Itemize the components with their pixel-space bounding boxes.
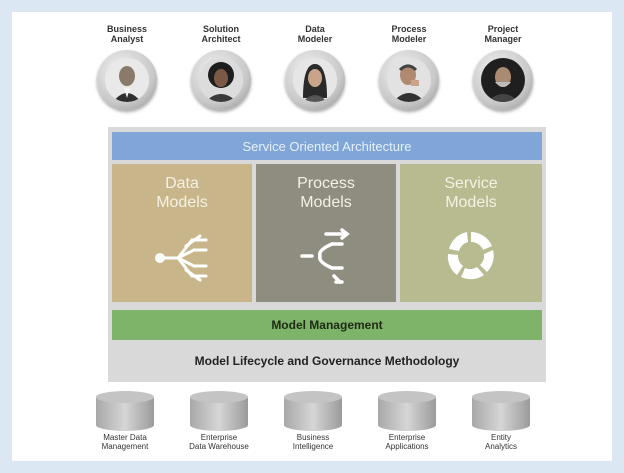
role-label: Business Analyst [106, 24, 148, 44]
database-label: Business Intelligence [292, 433, 334, 451]
service-ring-icon [447, 232, 494, 280]
database-icon [378, 391, 436, 431]
portrait-photo-icon [105, 58, 149, 102]
role-business-analyst: Business Analyst [87, 22, 167, 110]
database-business-intelligence: Business Intelligence [270, 390, 356, 451]
database-label: Enterprise Data Warehouse [189, 433, 249, 451]
architecture-diagram: Business Analyst Solution Architect [12, 12, 612, 461]
role-label: Project Manager [484, 24, 522, 44]
role-data-modeler: Data Modeler [275, 22, 355, 110]
portrait-photo-icon [293, 58, 337, 102]
database-master-data: Master Data Management [82, 390, 168, 451]
avatar [97, 50, 157, 110]
avatar [285, 50, 345, 110]
database-icon [190, 391, 248, 431]
role-label: Process Modeler [391, 24, 427, 44]
tree-branch-icon [155, 234, 208, 282]
soa-layer: Service Oriented Architecture [112, 132, 542, 160]
database-icon [472, 391, 530, 431]
service-models-box: Service Models [400, 164, 542, 302]
process-models-box: Process Models [256, 164, 396, 302]
database-entity-analytics: Entity Analytics [458, 390, 544, 451]
database-enterprise-data-warehouse: Enterprise Data Warehouse [176, 390, 262, 451]
database-label: Entity Analytics [484, 433, 517, 451]
database-label: Master Data Management [101, 433, 149, 451]
portrait-photo-icon [387, 58, 431, 102]
database-icon [96, 391, 154, 431]
database-enterprise-applications: Enterprise Applications [364, 390, 450, 451]
role-project-manager: Project Manager [463, 22, 543, 110]
process-flow-icon [300, 228, 350, 284]
role-process-modeler: Process Modeler [369, 22, 449, 110]
role-label: Solution Architect [201, 24, 241, 44]
model-management-label: Model Management [271, 318, 383, 332]
lifecycle-governance-layer: Model Lifecycle and Governance Methodolo… [108, 344, 546, 378]
role-solution-architect: Solution Architect [181, 22, 261, 110]
role-label: Data Modeler [297, 24, 333, 44]
portrait-photo-icon [199, 58, 243, 102]
portrait-photo-icon [481, 58, 525, 102]
avatar [191, 50, 251, 110]
service-models-label: Service Models [444, 175, 498, 211]
process-models-label: Process Models [297, 175, 355, 211]
model-management-layer: Model Management [112, 310, 542, 340]
soa-label: Service Oriented Architecture [242, 138, 412, 154]
data-models-box: Data Models [112, 164, 252, 302]
avatar [473, 50, 533, 110]
database-label: Enterprise Applications [385, 433, 429, 451]
avatar [379, 50, 439, 110]
database-icon [284, 391, 342, 431]
lifecycle-label: Model Lifecycle and Governance Methodolo… [194, 354, 460, 368]
data-models-label: Data Models [156, 175, 208, 211]
